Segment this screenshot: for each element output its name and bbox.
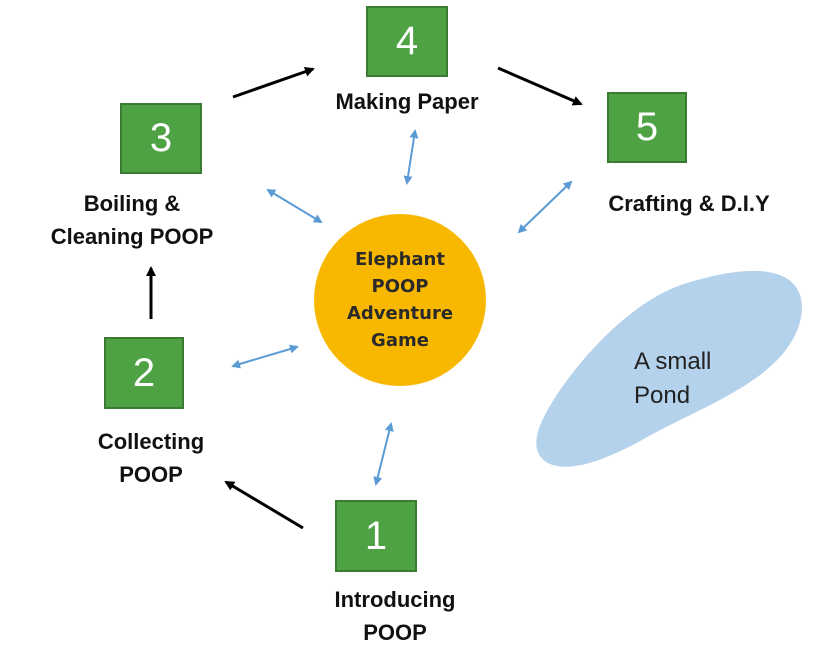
flow-arrow-4-to-5 [497,66,583,106]
step-3-box: 3 [120,103,202,174]
link-arrow-center-4 [403,129,419,185]
step-1-label: Introducing POOP [301,583,489,649]
pond-label-line-1: A small [634,348,712,375]
step-4-number: 4 [395,19,419,63]
step-2-label-line-2: POOP [119,462,183,487]
step-1-label-line-1: Introducing [334,587,456,612]
flow-arrow-1-to-2 [224,480,304,530]
step-5-label: Crafting & D.I.Y [570,187,808,220]
step-1-label-line-2: POOP [363,620,427,645]
link-arrow-center-1 [373,422,394,486]
step-3-label: Boiling & Cleaning POOP [12,187,252,253]
center-title-line-3: Adventure [346,303,454,324]
step-2-label: Collecting POOP [62,425,240,491]
step-4-box: 4 [366,6,448,77]
pond-shape [536,270,802,467]
step-5-box: 5 [607,92,687,163]
step-3-number: 3 [149,116,173,160]
center-circle: Elephant POOP Adventure Game [314,214,486,386]
center-title-line-4: Game [371,330,429,351]
step-1-box: 1 [335,500,417,572]
step-2-number: 2 [132,350,156,395]
step-4-label: Making Paper [307,85,507,118]
link-arrow-center-3 [266,188,323,224]
center-title-line-2: POOP [371,276,429,297]
step-3-label-line-1: Boiling & [83,191,181,216]
flow-arrow-3-to-4 [232,66,315,99]
step-2-label-line-1: Collecting [97,429,205,454]
link-arrow-center-5 [517,180,573,234]
step-3-label-line-2: Cleaning POOP [50,224,214,249]
step-2-box: 2 [104,337,184,409]
pond-label-line-2: Pond [634,382,691,409]
step-4-label-line-1: Making Paper [335,89,479,114]
link-arrow-center-2 [231,344,299,369]
center-title-line-1: Elephant [355,249,445,270]
step-5-number: 5 [635,105,659,149]
step-1-number: 1 [364,513,388,558]
pond-label: A small Pond [634,345,711,413]
step-5-label-line-1: Crafting & D.I.Y [608,191,770,216]
